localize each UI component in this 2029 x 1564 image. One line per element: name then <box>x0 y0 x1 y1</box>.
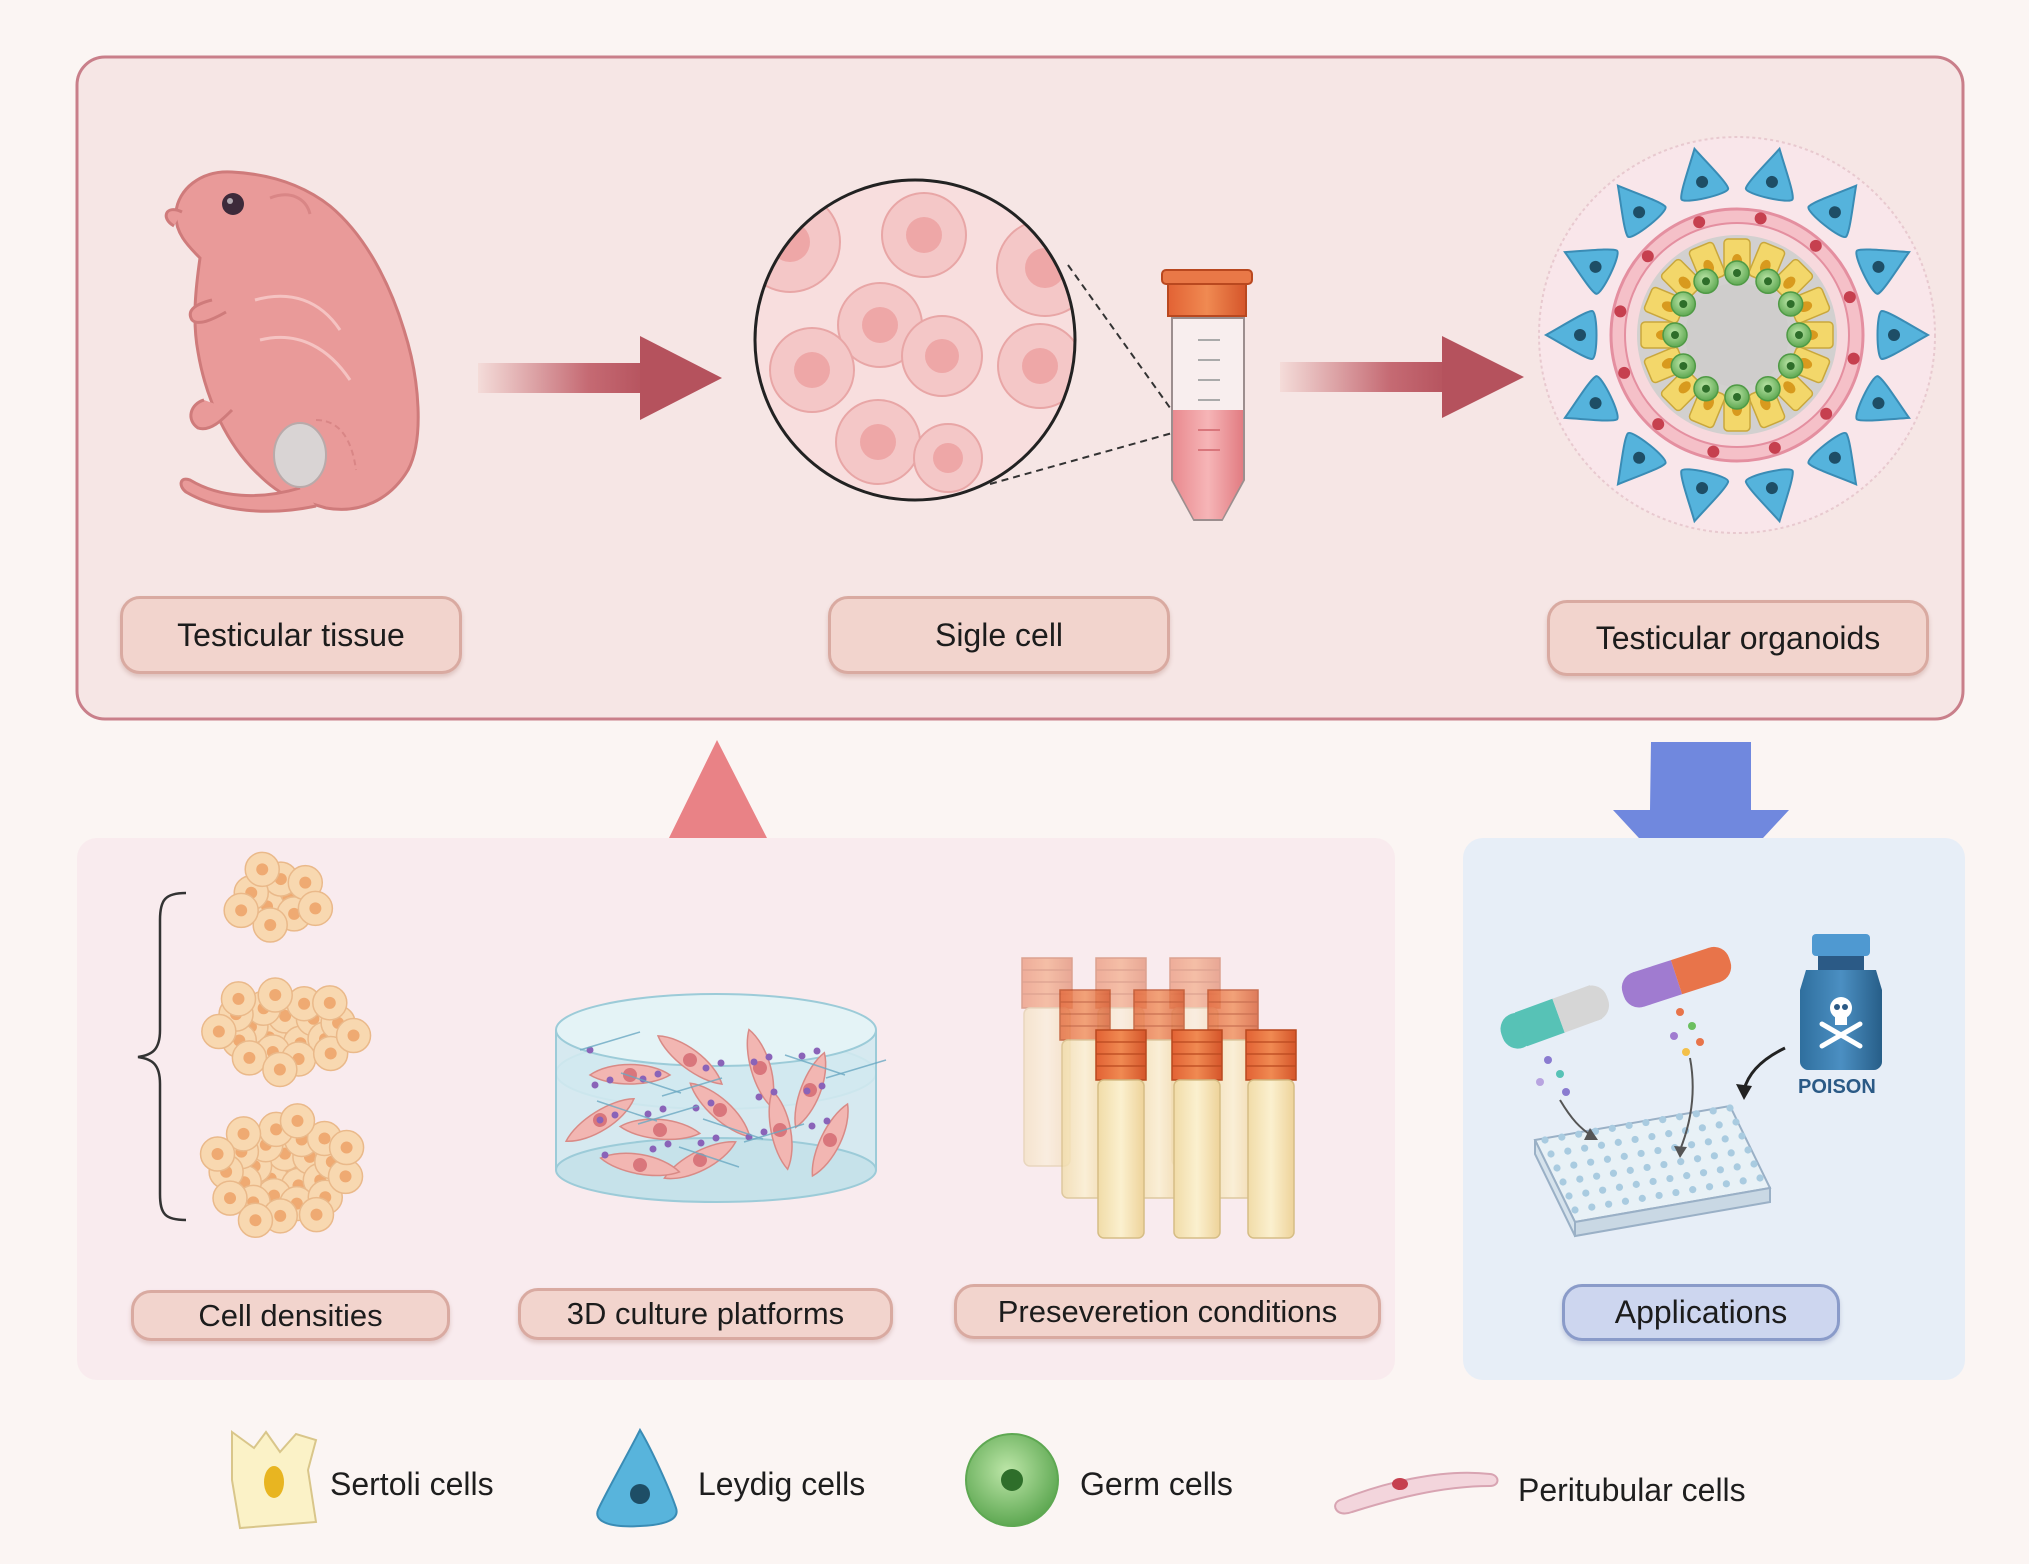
3d-culture-platforms-label: 3D culture platforms <box>518 1288 893 1340</box>
flow-arrow-tissue-to-cell <box>478 336 722 420</box>
single-cell-label: Sigle cell <box>828 596 1170 674</box>
testicular-tissue-label: Testicular tissue <box>120 596 462 674</box>
legend-sertoli-icon <box>231 1430 318 1530</box>
3d-culture-platform-illustration <box>555 993 887 1203</box>
mouse-pup-illustration <box>164 170 420 513</box>
applications-label: Applications <box>1562 1284 1840 1341</box>
legend-leydig-icon <box>596 1427 678 1528</box>
up-arrow-factors <box>668 740 768 905</box>
preservation-conditions-label: Preseveretion conditions <box>954 1284 1381 1339</box>
preservation-tubes-illustration <box>1021 957 1297 1239</box>
poison-text: POISON <box>1798 1076 1876 1098</box>
legend-peritubular-icon <box>1334 1471 1499 1515</box>
cell-densities-label: Cell densities <box>131 1290 450 1341</box>
legend-germ-icon <box>965 1433 1059 1527</box>
drug-screening-illustration <box>1500 934 1882 1238</box>
testicular-organoids-label: Testicular organoids <box>1547 600 1929 676</box>
legend-label-leydig: Leydig cells <box>698 1466 866 1502</box>
flow-arrow-cell-to-organoid <box>1280 336 1524 418</box>
cell-density-clusters <box>199 851 372 1239</box>
legend-label-sertoli: Sertoli cells <box>330 1466 494 1502</box>
down-arrow-applications <box>1613 742 1789 905</box>
centrifuge-tube-icon <box>1161 269 1253 521</box>
legend-label-peritubular: Peritubular cells <box>1518 1472 1746 1508</box>
density-brace-icon <box>137 891 187 1222</box>
legend-label-germ: Germ cells <box>1080 1466 1233 1502</box>
testicular-organoid-illustration <box>1538 136 1936 534</box>
